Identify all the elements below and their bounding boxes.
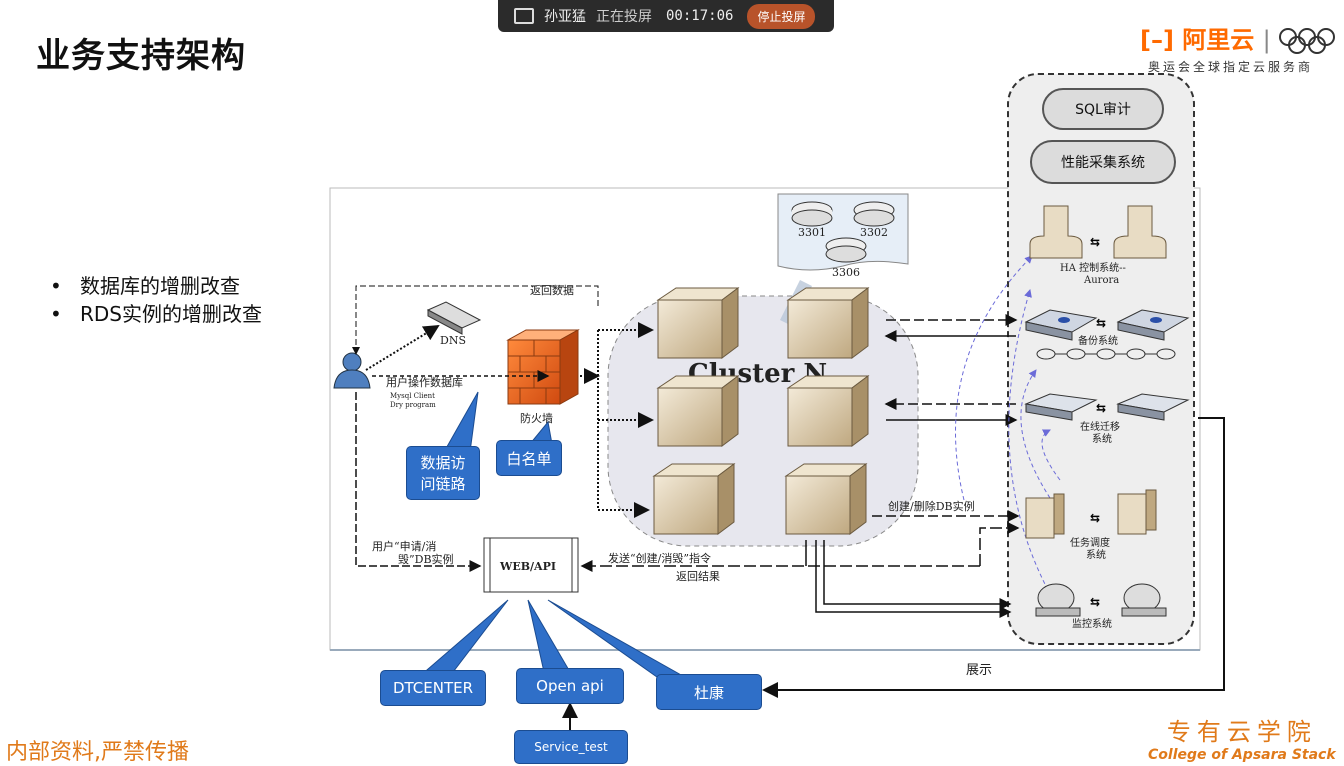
user-apply-label: 用户“申请/消: [372, 539, 436, 553]
monitor-node-icon: [1121, 583, 1167, 617]
backup-disk-icon: [1096, 348, 1116, 360]
bullet-item: 数据库的增删改查: [50, 272, 262, 300]
dns-label: DNS: [440, 334, 466, 347]
ha-node-icon: [1113, 205, 1167, 259]
firewall-icon: [506, 329, 580, 405]
stop-share-button[interactable]: 停止投屏: [747, 3, 816, 29]
service-test-callout: Service_test: [514, 730, 628, 764]
user-op-label: 用户操作数据库: [386, 375, 463, 389]
data-link-callout: 数据访 问链路: [406, 446, 480, 500]
db-port-label: 3301: [798, 226, 826, 239]
college-name-cn: 专有云学院: [1166, 718, 1317, 746]
backup-disk-icon: [1066, 348, 1086, 360]
user-apply-label: 毁”DB实例: [398, 552, 454, 566]
dukang-callout: 杜康: [656, 674, 762, 710]
whitelist-callout: 白名单: [496, 440, 562, 476]
callout-text: 问链路: [420, 475, 466, 493]
ha-label: Aurora: [1083, 275, 1119, 286]
backup-node-icon: [1024, 309, 1098, 341]
db-disk-icon: [853, 201, 895, 227]
scheduler-label: 任务调度: [1070, 536, 1110, 549]
sync-icon: ⇆: [1096, 316, 1106, 330]
db-port-label: 3306: [832, 266, 860, 279]
presenter-name: 孙亚猛: [544, 9, 586, 25]
dns-server-icon: [426, 301, 482, 335]
perf-collect-node: 性能采集系统: [1030, 140, 1176, 184]
confidential-watermark: 内部资料,严禁传播: [6, 740, 189, 765]
backup-node-icon: [1116, 309, 1190, 341]
migrate-node-icon: [1116, 393, 1190, 421]
openapi-callout: Open api: [516, 668, 624, 704]
sync-icon: ⇆: [1090, 235, 1100, 249]
sync-icon: ⇆: [1096, 401, 1106, 415]
server-icon: [784, 463, 868, 535]
show-label: 展示: [966, 663, 992, 678]
server-icon: [786, 287, 870, 359]
aliyun-brand: 阿里云: [1182, 26, 1255, 54]
server-icon: [656, 287, 740, 359]
ha-label: HA 控制系统--: [1060, 261, 1126, 274]
screen-share-bar: 孙亚猛 正在投屏 00:17:06 停止投屏: [498, 0, 834, 32]
aliyun-logo: [–] 阿里云 |: [1140, 20, 1336, 55]
return-result-label: 返回结果: [676, 570, 720, 583]
webapi-box: [483, 537, 579, 593]
db-disk-icon: [791, 201, 833, 227]
college-name-en: College of Apsara Stack: [1148, 747, 1336, 763]
migrate-node-icon: [1024, 393, 1098, 421]
user-icon: [333, 352, 371, 389]
db-disk-icon: [825, 237, 867, 263]
backup-disk-icon: [1156, 348, 1176, 360]
monitor-label: 监控系统: [1072, 617, 1112, 630]
slide-title: 业务支持架构: [36, 36, 246, 76]
backup-label: 备份系统: [1078, 334, 1118, 347]
db-port-label: 3302: [860, 226, 888, 239]
bullet-list: 数据库的增删改查 RDS实例的增删改查: [50, 272, 262, 328]
scheduler-node-icon: [1117, 489, 1157, 535]
screen-share-icon: [514, 8, 534, 24]
olympic-rings-icon: [1279, 28, 1336, 54]
share-timer: 00:17:06: [666, 8, 734, 24]
server-icon: [656, 375, 740, 447]
bullet-item: RDS实例的增删改查: [50, 300, 262, 328]
send-cmd-label: 发送“创建/消毁”指令: [608, 551, 711, 565]
return-data-label: 返回数据: [530, 283, 574, 297]
client-label: Mysql Client: [390, 392, 435, 400]
migrate-label: 系统: [1092, 432, 1112, 445]
logo-tagline: 奥运会全球指定云服务商: [1148, 60, 1314, 74]
sync-icon: ⇆: [1090, 595, 1100, 609]
callout-text: 数据访: [420, 454, 466, 472]
server-icon: [652, 463, 736, 535]
backup-disk-icon: [1036, 348, 1056, 360]
sync-icon: ⇆: [1090, 511, 1100, 525]
college-watermark: 专有云学院 College of Apsara Stack: [1148, 712, 1336, 763]
aliyun-logo-mark-icon: [–]: [1140, 26, 1174, 54]
share-status: 正在投屏: [596, 9, 652, 25]
webapi-label: WEB/API: [499, 560, 556, 573]
monitor-node-icon: [1035, 583, 1081, 617]
dtcenter-callout: DTCENTER: [380, 670, 486, 706]
backup-disk-icon: [1126, 348, 1146, 360]
scheduler-node-icon: [1025, 493, 1065, 539]
firewall-label: 防火墙: [520, 411, 553, 425]
sql-audit-node: SQL审计: [1042, 88, 1164, 130]
ha-node-icon: [1029, 205, 1083, 259]
create-delete-label: 创建/删除DB实例: [888, 499, 975, 513]
migrate-label: 在线迁移: [1080, 420, 1120, 433]
scheduler-label: 系统: [1086, 548, 1106, 561]
client-label: Dry program: [390, 401, 436, 409]
server-icon: [786, 375, 870, 447]
